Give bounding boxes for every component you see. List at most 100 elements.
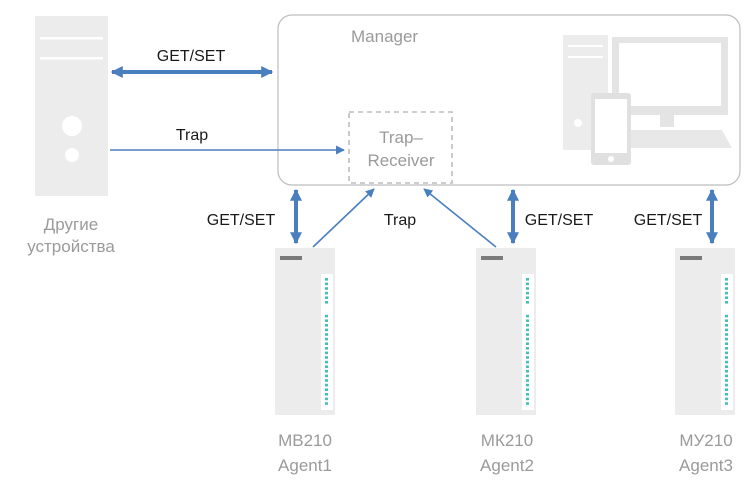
agent1-led — [325, 324, 328, 327]
trap-agent2-arrow — [423, 188, 497, 248]
agent2-led — [526, 328, 529, 332]
agent3-led — [725, 402, 728, 405]
agent2-led — [526, 342, 529, 345]
agent2-led — [526, 351, 529, 355]
trap-receiver-box — [348, 111, 453, 184]
agent1-led — [325, 282, 328, 286]
agent3-led — [725, 333, 728, 336]
manager-title: Manager — [351, 27, 418, 46]
agent3-indicator-strip — [680, 256, 702, 260]
agent3-led — [725, 379, 728, 382]
agent3-led — [725, 397, 728, 401]
agent2-indicator-strip — [481, 256, 503, 260]
trap-other-label: Trap — [176, 127, 208, 144]
agent1-led — [325, 402, 328, 405]
agent1-led-panel — [321, 274, 333, 410]
agent1-led — [325, 347, 328, 350]
agent3-led — [725, 282, 728, 286]
trap-receiver-label-line2: Receiver — [367, 151, 434, 170]
agent3-led — [725, 360, 728, 364]
trap-agents-label: Trap — [384, 212, 416, 229]
agent1-led — [325, 301, 328, 304]
trap-agent1-arrow — [312, 188, 375, 248]
agent2-led-panel — [522, 274, 534, 410]
agent3-led — [725, 374, 728, 378]
agent2-name-label: Agent2 — [480, 456, 534, 475]
agent3-led — [725, 291, 728, 295]
agent2-led — [526, 282, 529, 286]
agent3-led — [725, 370, 728, 373]
agent2-led — [526, 383, 529, 387]
agent3-led — [725, 365, 728, 368]
agent2-led — [526, 301, 529, 304]
agent3-led — [725, 287, 728, 290]
agent3-led-panel — [721, 274, 733, 410]
agent1-led — [325, 291, 328, 295]
agent3-led — [725, 278, 728, 281]
agent1-led — [325, 393, 328, 396]
agent1-led — [325, 319, 328, 322]
agent2-led — [526, 314, 529, 318]
agent1-led — [325, 356, 328, 359]
agent1-led — [325, 278, 328, 281]
agent2-led — [526, 287, 529, 290]
agent2-led — [526, 388, 529, 391]
agent1-led — [325, 374, 328, 378]
agent1-led — [325, 360, 328, 364]
agent3-led — [725, 388, 728, 391]
agent2-led — [526, 374, 529, 378]
agent1-led — [325, 370, 328, 373]
agent2-led — [526, 337, 529, 341]
agent1-led — [325, 388, 328, 391]
agent2-led — [526, 360, 529, 364]
agent2-led — [526, 278, 529, 281]
getset-agent1-label: GET/SET — [207, 212, 276, 229]
agent3-name-label: Agent3 — [679, 456, 733, 475]
agent1-led — [325, 379, 328, 382]
server-tower-icon — [35, 16, 108, 196]
agent2-led — [526, 365, 529, 368]
agent3-led — [725, 351, 728, 355]
agent3-led — [725, 356, 728, 359]
workstation-icon — [563, 35, 732, 165]
agent1-name-label: Agent1 — [278, 456, 332, 475]
agent2-led — [526, 393, 529, 396]
agent3-model-label: МУ210 — [679, 431, 732, 450]
agent2-led — [526, 324, 529, 327]
agent3-led — [725, 319, 728, 322]
agent2-led — [526, 379, 529, 382]
agent3-led — [725, 328, 728, 332]
agent3-led — [725, 393, 728, 396]
agent2-model-label: МК210 — [481, 431, 533, 450]
agent3-led — [725, 342, 728, 345]
agent3-device — [675, 248, 735, 415]
agent1-led — [325, 397, 328, 401]
agent1-model-label: МВ210 — [278, 431, 332, 450]
agent2-led — [526, 291, 529, 295]
getset-agent3-label: GET/SET — [634, 212, 703, 229]
agent2-led — [526, 319, 529, 322]
agent3-led — [725, 296, 728, 299]
trap-receiver-label-line1: Trap– — [379, 128, 423, 147]
getset-other-label: GET/SET — [157, 48, 226, 65]
agent1-indicator-strip — [280, 256, 302, 260]
agent1-led — [325, 328, 328, 332]
agent3-led — [725, 324, 728, 327]
agent3-led — [725, 301, 728, 304]
agent3-led — [725, 347, 728, 350]
agent1-led — [325, 314, 328, 318]
agent2-led — [526, 397, 529, 401]
agent1-led — [325, 342, 328, 345]
agent2-device — [476, 248, 536, 415]
agent2-led — [526, 370, 529, 373]
agent3-led — [725, 314, 728, 318]
agent1-led — [325, 383, 328, 387]
agent1-led — [325, 287, 328, 290]
agent1-led — [325, 337, 328, 341]
agent2-led — [526, 402, 529, 405]
agent1-led — [325, 351, 328, 355]
agent2-led — [526, 356, 529, 359]
other-devices-label-line1: Другие — [44, 215, 98, 234]
agent3-led — [725, 383, 728, 387]
